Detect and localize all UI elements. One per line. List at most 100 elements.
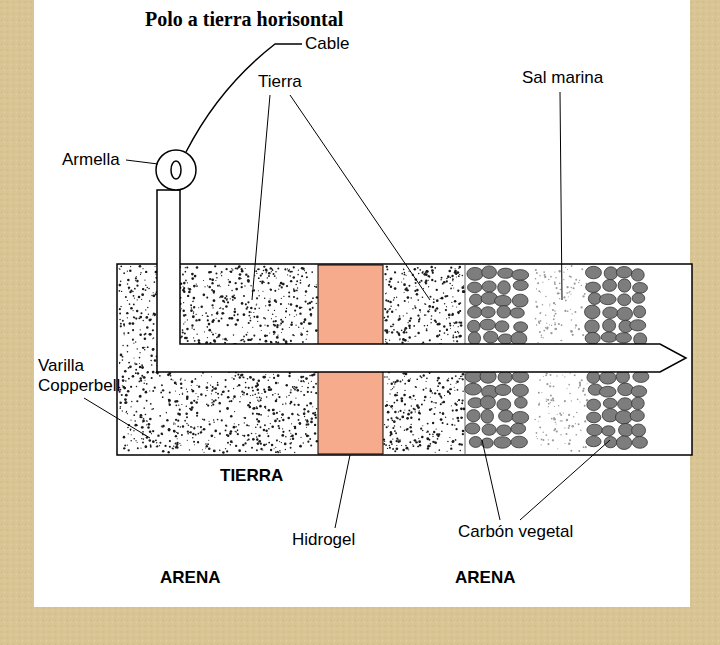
soil-speck — [142, 347, 143, 348]
soil-speck — [191, 273, 194, 276]
soil-speck — [144, 380, 145, 381]
soil-speck — [231, 317, 234, 320]
soil-speck — [144, 338, 147, 341]
soil-speck — [145, 284, 146, 285]
soil-speck — [268, 409, 270, 411]
soil-speck — [182, 331, 184, 333]
soil-speck — [397, 281, 399, 283]
soil-speck — [275, 400, 277, 402]
soil-speck — [290, 433, 291, 434]
soil-speck — [217, 285, 219, 287]
soil-speck — [208, 286, 211, 289]
soil-speck — [283, 339, 285, 341]
soil-speck — [442, 386, 445, 389]
soil-speck — [299, 445, 302, 448]
soil-speck — [449, 325, 451, 327]
soil-speck — [247, 332, 248, 333]
soil-speck — [256, 413, 258, 415]
soil-speck — [276, 326, 278, 328]
soil-speck — [276, 412, 278, 414]
soil-speck — [241, 278, 242, 279]
soil-speck — [456, 380, 459, 383]
soil-speck — [256, 407, 258, 409]
soil-speck — [141, 438, 142, 439]
soil-speck — [272, 412, 275, 415]
soil-speck — [256, 297, 258, 299]
soil-speck — [275, 316, 276, 317]
soil-speck — [220, 307, 222, 309]
soil-speck — [191, 307, 193, 309]
soil-speck — [446, 318, 447, 319]
soil-speck — [300, 322, 303, 325]
soil-speck — [128, 433, 129, 434]
soil-speck — [130, 406, 131, 407]
soil-speck — [224, 301, 226, 303]
soil-speck — [241, 270, 244, 273]
soil-speck — [191, 277, 194, 280]
soil-speck — [415, 282, 417, 284]
soil-speck — [182, 392, 183, 393]
soil-speck — [394, 411, 397, 414]
soil-speck — [439, 330, 441, 332]
soil-speck — [308, 285, 310, 287]
soil-speck — [415, 307, 417, 309]
soil-speck — [212, 386, 214, 388]
soil-speck — [432, 434, 434, 436]
soil-speck — [314, 412, 316, 414]
soil-speck — [147, 426, 149, 428]
soil-speck — [242, 339, 244, 341]
soil-speck — [233, 395, 236, 398]
soil-speck — [179, 409, 181, 411]
soil-speck — [389, 405, 390, 406]
soil-speck — [237, 433, 239, 435]
soil-speck — [314, 432, 316, 434]
soil-speck — [257, 442, 260, 445]
soil-speck — [133, 414, 135, 416]
soil-speck — [242, 374, 244, 376]
soil-speck — [241, 339, 243, 341]
soil-speck — [404, 292, 405, 293]
soil-speck — [136, 400, 138, 402]
soil-speck — [303, 408, 305, 410]
soil-speck — [296, 298, 298, 300]
soil-speck — [408, 324, 411, 327]
soil-speck — [127, 351, 129, 353]
soil-speck — [298, 327, 299, 328]
soil-speck — [123, 323, 125, 325]
soil-speck — [415, 399, 416, 400]
soil-speck — [387, 316, 389, 318]
soil-speck — [404, 383, 406, 385]
soil-speck — [201, 429, 202, 430]
soil-speck — [452, 278, 454, 280]
soil-speck — [166, 412, 167, 413]
soil-speck — [448, 317, 450, 319]
soil-speck — [396, 447, 399, 450]
soil-speck — [394, 271, 396, 273]
soil-speck — [213, 400, 215, 402]
soil-speck — [260, 443, 262, 445]
soil-speck — [252, 327, 253, 328]
soil-speck — [308, 383, 309, 384]
soil-speck — [420, 428, 422, 430]
soil-speck — [193, 297, 196, 300]
soil-speck — [127, 390, 130, 393]
soil-speck — [315, 417, 317, 419]
soil-speck — [294, 389, 296, 391]
soil-speck — [454, 300, 457, 303]
soil-speck — [446, 329, 448, 331]
soil-speck — [385, 339, 387, 341]
soil-speck — [216, 313, 218, 315]
soil-speck — [214, 265, 216, 267]
soil-speck — [144, 279, 145, 280]
soil-speck — [268, 275, 270, 277]
soil-speck — [168, 402, 170, 404]
soil-speck — [221, 419, 223, 421]
soil-speck — [291, 434, 294, 437]
soil-speck — [441, 430, 443, 432]
soil-speck — [143, 407, 145, 409]
soil-speck — [430, 266, 432, 268]
soil-speck — [399, 339, 400, 340]
soil-speck — [193, 311, 195, 313]
soil-speck — [442, 412, 444, 414]
soil-speck — [233, 311, 236, 314]
